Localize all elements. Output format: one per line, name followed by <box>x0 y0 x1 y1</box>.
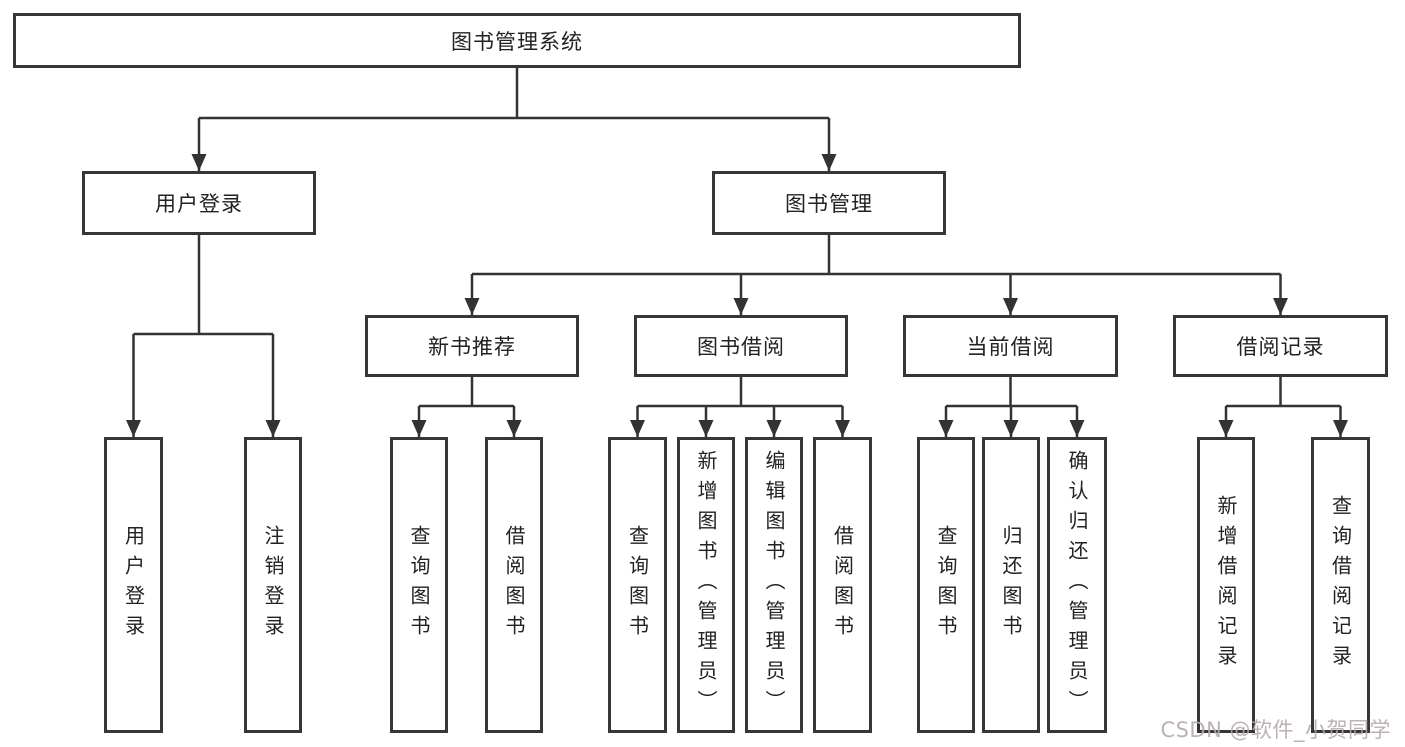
node-current-borrowing: 当前借阅 <box>903 315 1118 377</box>
node-user-login: 用户登录 <box>82 171 316 235</box>
leaf-query-books-current: 查询图书 <box>917 437 975 733</box>
leaf-add-borrow-record: 新增借阅记录 <box>1197 437 1255 733</box>
leaf-borrow-books-borrowing: 借阅图书 <box>813 437 872 733</box>
node-new-book-recommend: 新书推荐 <box>365 315 579 377</box>
node-library-system: 图书管理系统 <box>13 13 1021 68</box>
leaf-borrow-books-recommend: 借阅图书 <box>485 437 543 733</box>
node-borrow-records: 借阅记录 <box>1173 315 1388 377</box>
node-book-borrowing: 图书借阅 <box>634 315 848 377</box>
leaf-user-login: 用户登录 <box>104 437 163 733</box>
leaf-add-books-admin: 新增图书（管理员） <box>677 437 735 733</box>
tree-edges <box>132 68 1342 437</box>
leaf-edit-books-admin: 编辑图书（管理员） <box>745 437 803 733</box>
node-book-management: 图书管理 <box>712 171 946 235</box>
leaf-query-books-recommend: 查询图书 <box>390 437 448 733</box>
watermark: CSDN @软件_小贺同学 <box>1160 718 1391 742</box>
leaf-query-books-borrowing: 查询图书 <box>608 437 667 733</box>
leaf-confirm-return-admin: 确认归还（管理员） <box>1047 437 1107 733</box>
leaf-return-books: 归还图书 <box>982 437 1040 733</box>
leaf-logout: 注销登录 <box>244 437 302 733</box>
leaf-query-borrow-record: 查询借阅记录 <box>1311 437 1370 733</box>
